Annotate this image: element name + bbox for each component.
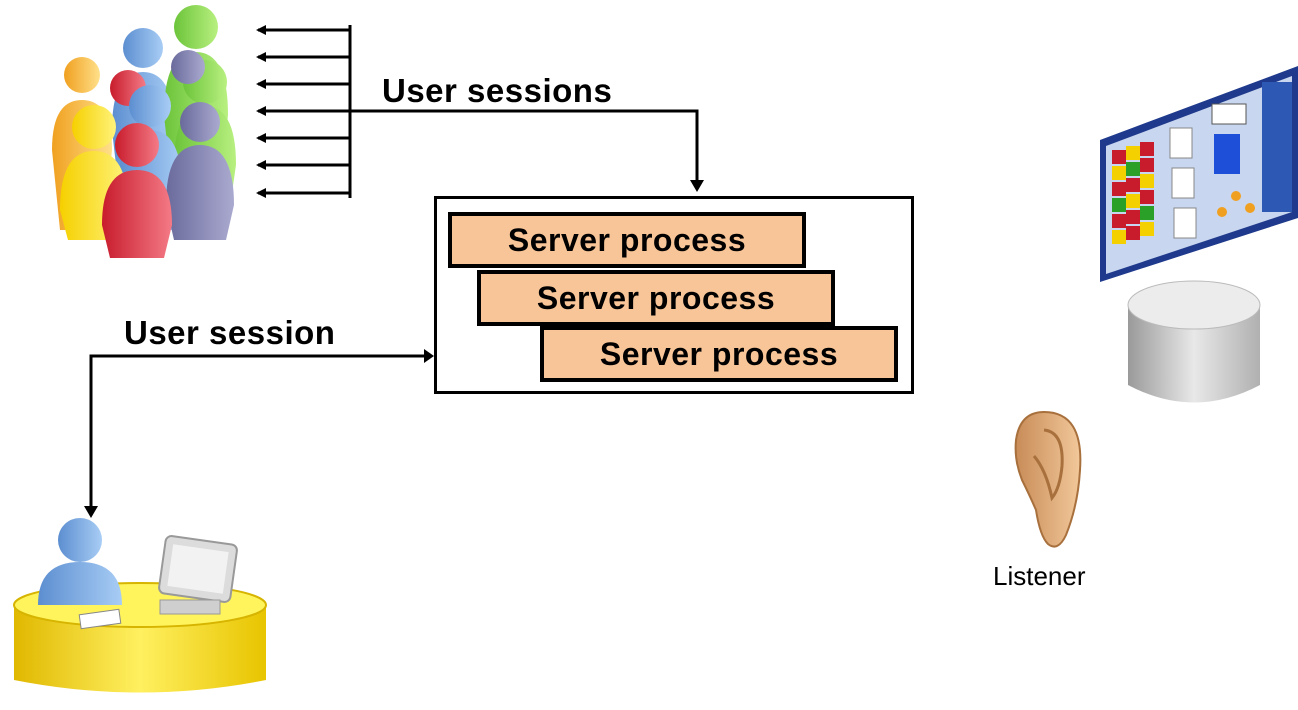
user-group-icon — [52, 5, 236, 258]
server-process-box: Server process — [477, 270, 835, 326]
ear-icon — [1014, 410, 1082, 548]
session-arrows — [256, 25, 704, 198]
database-cylinder-icon — [1127, 280, 1261, 403]
server-process-box: Server process — [448, 212, 806, 268]
listener-label: Listener — [993, 561, 1086, 591]
single-user-workstation-icon — [13, 518, 267, 693]
user-sessions-label: User sessions — [382, 72, 613, 109]
server-process-box: Server process — [540, 326, 898, 382]
user-session-label: User session — [124, 314, 336, 351]
single-session-arrows — [84, 349, 434, 518]
server-rack-icon — [1100, 66, 1298, 282]
